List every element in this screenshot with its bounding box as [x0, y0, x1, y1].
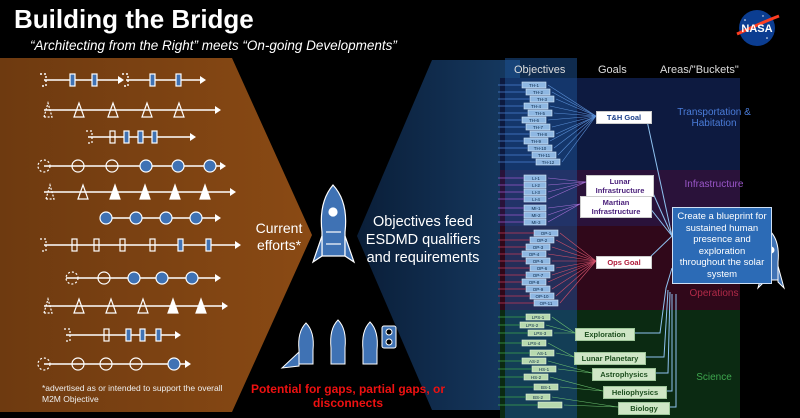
objective-code-label: LPS-4 [528, 341, 541, 346]
area-transportation-habitation: Transportation & Habitation [677, 107, 751, 129]
objective-code-label: LI-3 [532, 190, 540, 195]
current-efforts-arrow [0, 58, 312, 412]
objective-code-label: OP-3 [533, 245, 544, 250]
goal-heliophysics: Heliophysics [603, 386, 667, 399]
gaps-warning-label: Potential for gaps, partial gaps, or dis… [250, 382, 446, 410]
objective-output-arrows [498, 84, 538, 406]
objective-code-label: TH-11 [538, 153, 551, 158]
science-objective-bars [519, 313, 563, 409]
goal-connector-lines [545, 84, 619, 408]
objective-code-label: OP-9 [533, 287, 544, 292]
objective-code-label: OP-7 [533, 273, 544, 278]
area-science: Science [696, 372, 732, 383]
objectives-feed-label: Objectives feed ESDMD qualifiers and req… [365, 214, 481, 266]
objective-code-label: TH-3 [537, 97, 547, 102]
objective-code-label: OP-4 [529, 252, 540, 257]
objective-code-label: TH-2 [533, 90, 543, 95]
objective-code-label: MI-2 [532, 213, 541, 218]
objective-code-label: HS-2 [531, 375, 542, 380]
objective-bars [521, 81, 561, 307]
objective-code-label: TH-6 [529, 118, 539, 123]
nasa-logo-text: NASA [741, 23, 772, 35]
column-header-goals: Goals [598, 64, 627, 76]
goal-lunar-infrastructure: Lunar Infrastructure [586, 175, 654, 197]
objectives-arrow [357, 60, 520, 410]
page-title: Building the Bridge [14, 4, 254, 34]
objective-code-label: LI-1 [532, 176, 540, 181]
objective-code-label: TH-10 [534, 146, 547, 151]
objective-code-label: OP-8 [529, 280, 540, 285]
objective-code-label: HS-1 [539, 367, 550, 372]
objective-code-label: LI-2 [532, 183, 540, 188]
objective-code-label: TH-1 [529, 83, 539, 88]
column-header-objectives: Objectives [514, 64, 566, 76]
objective-code-label: TH-12 [542, 160, 555, 165]
goal-lunar-planetary: Lunar Planetary [574, 352, 646, 365]
objective-code-label: MI-1 [532, 206, 541, 211]
footnote: *advertised as or intended to support th… [42, 383, 223, 404]
goal-martian-infrastructure: Martian Infrastructure [580, 196, 652, 218]
objective-code-label: LPS-2 [526, 323, 539, 328]
objective-code-label: OP-10 [535, 294, 549, 299]
objective-code-label: AS-2 [529, 359, 540, 364]
objective-code-label: MI-3 [532, 220, 541, 225]
nasa-logo-icon: NASA [736, 10, 780, 46]
objective-code-label: LPS-1 [532, 315, 545, 320]
objective-code-label: OP-6 [537, 266, 548, 271]
area-infrastructure: Infrastructure [684, 179, 744, 190]
objective-code-label: OP-2 [537, 238, 548, 243]
goal-biology: Biology [618, 402, 670, 415]
objective-code-label: OP-5 [533, 259, 544, 264]
objective-code-label: LPS-3 [534, 331, 547, 336]
objective-code-label: OP-1 [541, 231, 552, 236]
page-subtitle: “Architecting from the Right” meets “On-… [30, 38, 397, 53]
timeline-arrowheads [118, 76, 241, 368]
rocket-icon [311, 184, 356, 264]
goal-ops: Ops Goal [596, 256, 652, 269]
objective-code-label: LI-4 [532, 197, 540, 202]
goal-astrophysics: Astrophysics [592, 368, 656, 381]
objective-code-label: BS-2 [533, 395, 544, 400]
objective-code-label: TH-4 [531, 104, 541, 109]
current-efforts-label: Current efforts* [255, 220, 303, 253]
goal-th: T&H Goal [596, 111, 652, 124]
objective-code-label: AS-1 [537, 351, 548, 356]
objective-code-label: TH-7 [533, 125, 543, 130]
objective-code-label: TH-8 [537, 132, 547, 137]
small-rockets [280, 319, 397, 369]
objective-code-label: TH-9 [531, 139, 541, 144]
blueprint-box: Create a blueprint for sustained human p… [672, 207, 772, 284]
objective-code-label: BS-1 [541, 385, 552, 390]
goal-exploration: Exploration [575, 328, 635, 341]
objective-code-label: OP-11 [540, 301, 553, 306]
area-operations: Operations [689, 288, 739, 299]
timeline-markers [37, 73, 217, 371]
objective-code-label: TH-5 [535, 111, 545, 116]
column-header-areas: Areas/"Buckets" [660, 64, 739, 76]
